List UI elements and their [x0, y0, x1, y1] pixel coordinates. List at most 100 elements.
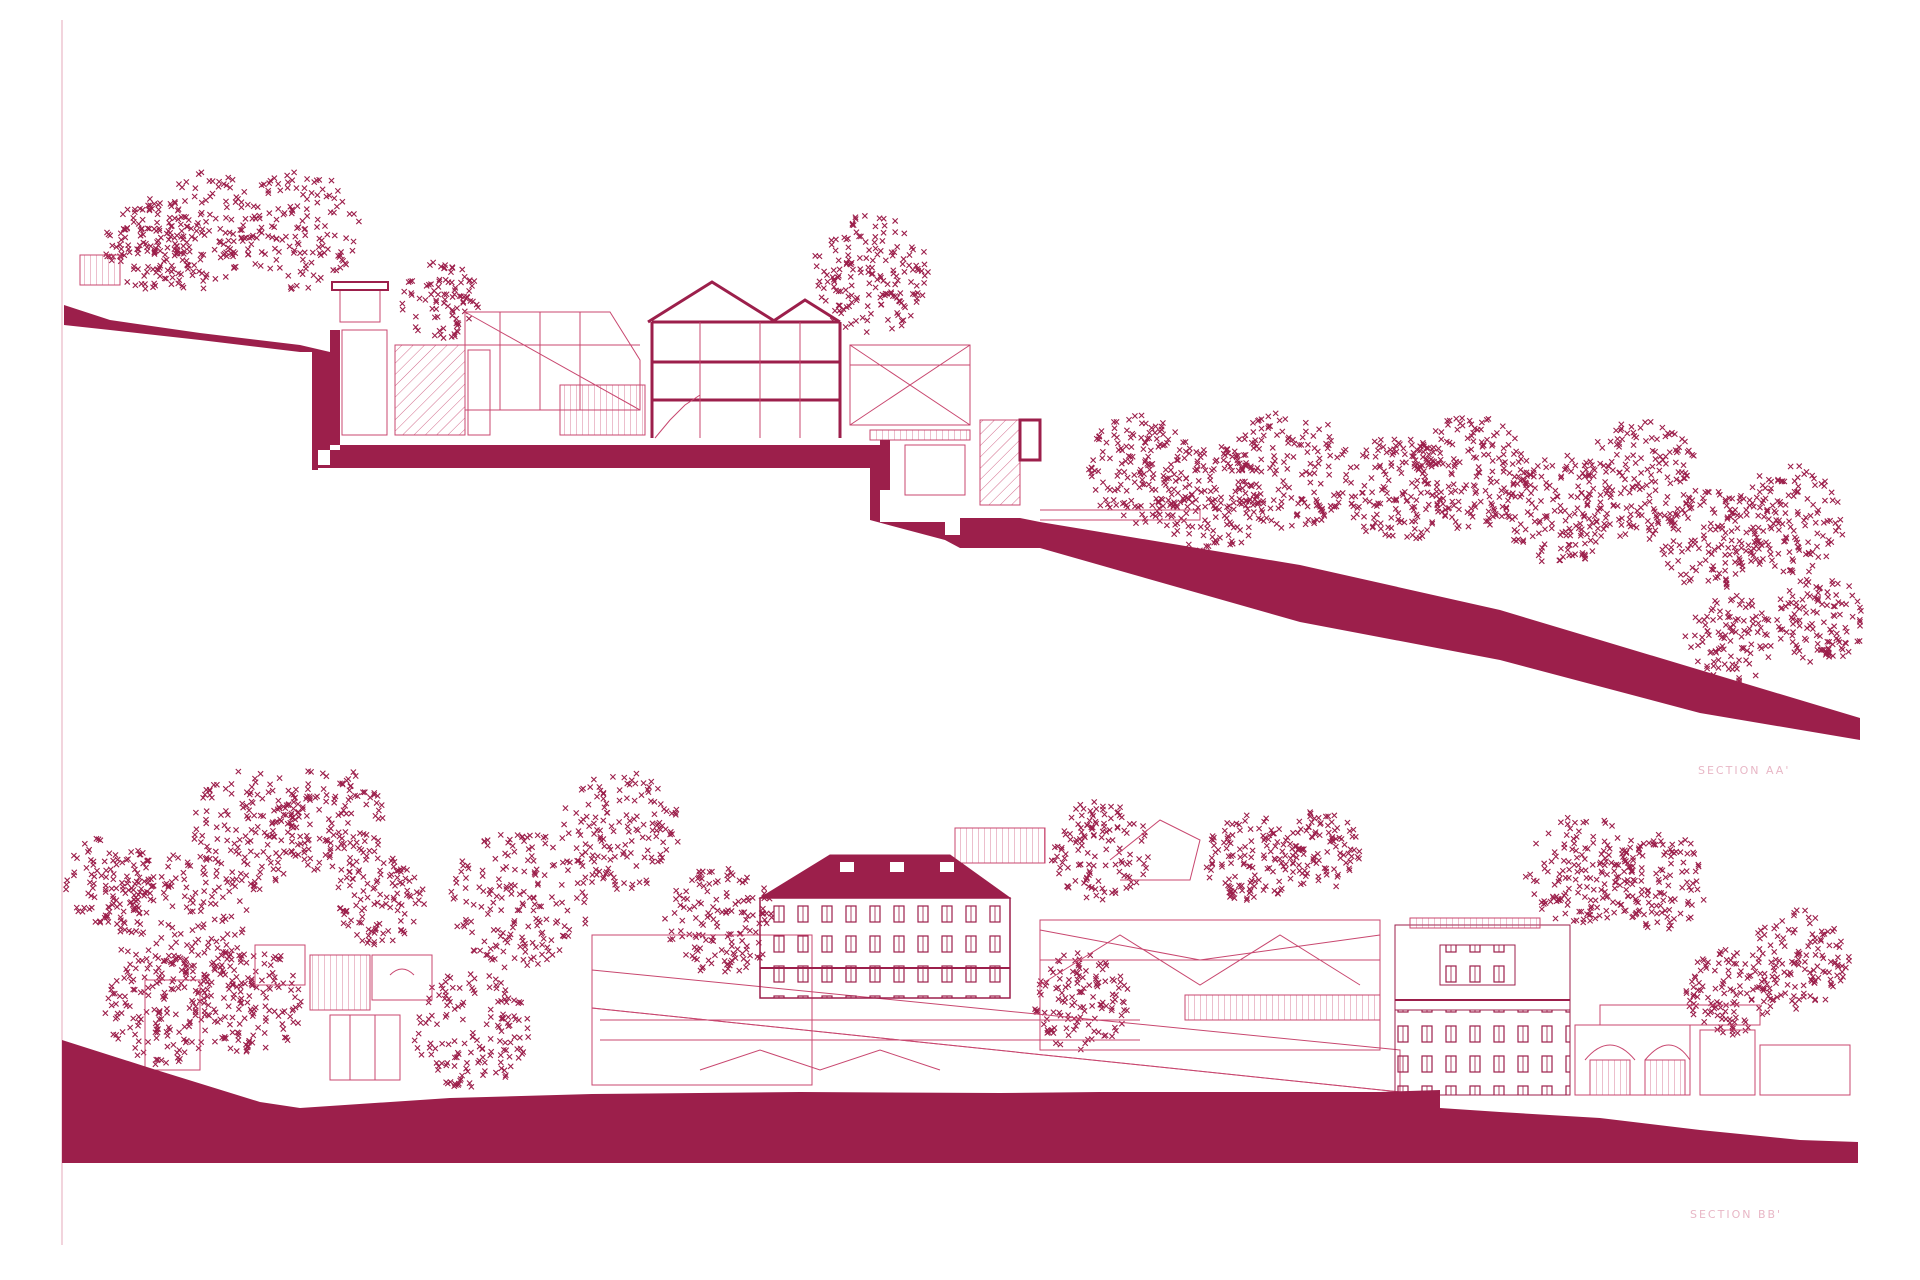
tree-leaf-mark [1581, 512, 1587, 519]
tree-leaf-mark [1332, 843, 1339, 850]
tree-leaf-mark [337, 877, 344, 884]
tree-leaf-mark [371, 941, 378, 948]
tree-leaf-mark [1091, 798, 1098, 805]
tree-leaf-mark [502, 1074, 509, 1080]
tree-leaf-mark [113, 885, 120, 892]
tree-leaf-mark [644, 786, 651, 793]
tree-leaf-mark [1564, 901, 1571, 908]
tree-leaf-mark [1711, 546, 1718, 553]
tree-leaf-mark [1607, 438, 1614, 445]
tree-leaf-mark [285, 272, 292, 279]
tree-leaf-mark [1228, 494, 1235, 501]
tree-leaf-mark [280, 1026, 287, 1033]
tree-leaf-mark [203, 808, 210, 815]
tree-leaf-mark [1299, 846, 1306, 853]
tree-leaf-mark [371, 901, 378, 908]
tree-leaf-mark [1208, 467, 1215, 474]
tree-leaf-mark [163, 1059, 170, 1066]
tree-leaf-mark [307, 855, 314, 862]
tree-leaf-mark [1803, 468, 1810, 475]
tree-leaf-mark [578, 786, 585, 793]
tree-leaf-mark [342, 828, 349, 835]
tree-leaf-mark [1242, 451, 1249, 458]
tree-leaf-mark [1331, 866, 1338, 873]
tree-leaf-mark [1324, 822, 1331, 829]
tree-leaf-mark [1226, 876, 1232, 883]
tree-leaf-mark [511, 882, 518, 889]
tree-leaf-mark [1714, 574, 1721, 581]
tree-leaf-mark [1805, 914, 1812, 921]
tree-leaf-mark [1059, 859, 1066, 866]
tree-leaf-mark [473, 301, 480, 308]
tree-leaf-mark [119, 883, 126, 890]
tree-leaf-mark [200, 277, 207, 284]
tree-leaf-mark [235, 1006, 242, 1013]
tree-leaf-mark [1475, 464, 1482, 471]
tree-leaf-mark [206, 981, 213, 988]
tree-leaf-mark [1704, 663, 1711, 670]
tree-leaf-mark [1585, 473, 1592, 480]
tree-leaf-mark [1062, 851, 1069, 858]
tree-leaf-mark [648, 778, 655, 785]
tree-leaf-mark [1642, 438, 1649, 444]
tree-leaf-mark [137, 232, 144, 239]
tree-leaf-mark [1356, 848, 1363, 855]
tree-leaf-mark [1489, 502, 1496, 509]
tree-leaf-mark [1854, 598, 1861, 605]
tree-leaf-mark [1182, 438, 1189, 445]
tree-leaf-mark [1391, 436, 1398, 443]
tree-leaf-mark [1733, 665, 1740, 672]
tree-leaf-mark [1749, 615, 1756, 622]
tree-leaf-mark [1802, 514, 1809, 521]
tree-leaf-mark [189, 968, 196, 975]
tree-leaf-mark [1303, 827, 1310, 834]
ground-section-bb [62, 1040, 1858, 1163]
tree-leaf-mark [514, 907, 521, 914]
tree-leaf-mark [239, 800, 246, 807]
tree-leaf-mark [345, 922, 352, 929]
tree-leaf-mark [1043, 1016, 1050, 1023]
tree-leaf-mark [127, 1024, 134, 1031]
tree-leaf-mark [629, 881, 636, 888]
tree-leaf-mark [1792, 983, 1798, 990]
tree-leaf-mark [360, 873, 367, 880]
tree-leaf-mark [539, 929, 546, 936]
tree-leaf-mark [243, 872, 250, 879]
tree-leaf-mark [901, 268, 908, 275]
tree-leaf-mark [425, 999, 432, 1006]
tree-leaf-mark [1099, 885, 1106, 892]
tree-leaf-mark [1339, 451, 1346, 458]
tree-leaf-mark [582, 849, 589, 856]
tree-leaf-mark [1544, 868, 1551, 875]
tree-leaf-mark [1156, 441, 1163, 448]
tree-leaf-mark [1575, 828, 1582, 835]
tree-leaf-mark [1815, 589, 1822, 596]
tree-leaf-mark [1814, 640, 1821, 647]
tree-leaf-mark [1289, 436, 1296, 443]
tree-leaf-mark [1202, 467, 1209, 474]
tree-leaf-mark [1761, 513, 1768, 520]
tree-leaf-mark [729, 872, 736, 879]
tree-leaf-mark [350, 769, 357, 776]
tree-leaf-mark [1787, 523, 1794, 530]
tree-leaf-mark [1828, 489, 1835, 496]
tree-leaf-mark [1180, 517, 1187, 524]
tree-leaf-mark [448, 279, 455, 286]
tree-leaf-mark [1148, 424, 1155, 431]
tree-leaf-mark [162, 251, 169, 258]
tree-leaf-mark [1810, 608, 1817, 615]
tree-leaf-mark [113, 244, 120, 251]
tree-leaf-mark [289, 177, 296, 184]
tree-leaf-mark [165, 236, 172, 243]
tree-leaf-mark [237, 988, 244, 995]
tree-leaf-mark [94, 867, 100, 874]
tree-leaf-mark [1070, 1026, 1077, 1033]
tree-leaf-mark [914, 295, 920, 302]
tree-leaf-mark [1678, 839, 1684, 846]
tree-leaf-mark [890, 270, 897, 277]
tree-leaf-mark [1834, 499, 1841, 506]
tree-leaf-mark [448, 888, 455, 895]
tree-leaf-mark [1066, 976, 1072, 983]
tree-leaf-mark [1789, 638, 1796, 645]
tree-leaf-mark [178, 967, 185, 974]
